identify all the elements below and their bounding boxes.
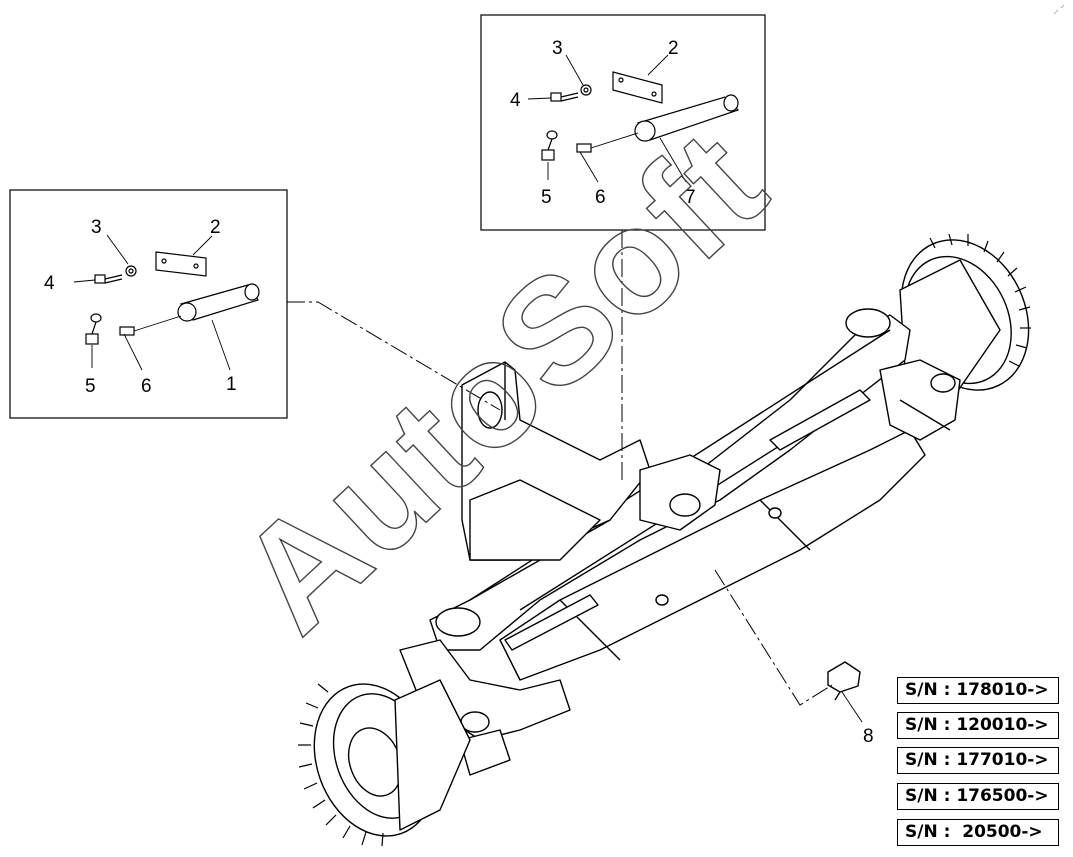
serial-number-box-5: S/N : 20500-> xyxy=(897,819,1059,846)
callout-top-2: 2 xyxy=(668,38,679,59)
serial-number-box-3: S/N : 177010-> xyxy=(897,747,1059,774)
detail-box-left: 1 2 3 4 5 6 xyxy=(9,189,288,419)
callout-8: 8 xyxy=(863,726,874,747)
callout-top-7: 7 xyxy=(685,187,696,208)
left-hub xyxy=(298,679,471,847)
callout-top-6: 6 xyxy=(595,187,606,208)
right-hub xyxy=(899,233,1031,396)
serial-number-box-1: S/N : 178010-> xyxy=(897,677,1059,704)
detail-box-top: 2 3 4 5 6 7 xyxy=(480,14,766,231)
mounting-bracket xyxy=(461,361,651,561)
callout-left-4: 4 xyxy=(44,273,55,294)
left-top-cap xyxy=(435,607,481,637)
callout-left-5: 5 xyxy=(85,376,96,397)
corner-mark xyxy=(1053,4,1065,15)
callout-top-5: 5 xyxy=(541,187,552,208)
serial-number-box-4: S/N : 176500-> xyxy=(897,783,1059,810)
axle-tube xyxy=(499,389,926,681)
serial-number-box-2: S/N : 120010-> xyxy=(897,712,1059,739)
callout-top-3: 3 xyxy=(552,38,563,59)
callout-top-4: 4 xyxy=(510,90,521,111)
callout-left-3: 3 xyxy=(91,217,102,238)
grease-nipple xyxy=(827,661,861,701)
right-top-cap xyxy=(845,308,891,338)
callout-left-6: 6 xyxy=(141,376,152,397)
leader-lines xyxy=(287,230,833,706)
callout-left-2: 2 xyxy=(210,217,221,238)
right-knuckle xyxy=(879,359,961,441)
front-axle-assembly xyxy=(298,233,1031,847)
pivot-plate xyxy=(639,454,721,531)
callout-left-1: 1 xyxy=(226,374,237,395)
